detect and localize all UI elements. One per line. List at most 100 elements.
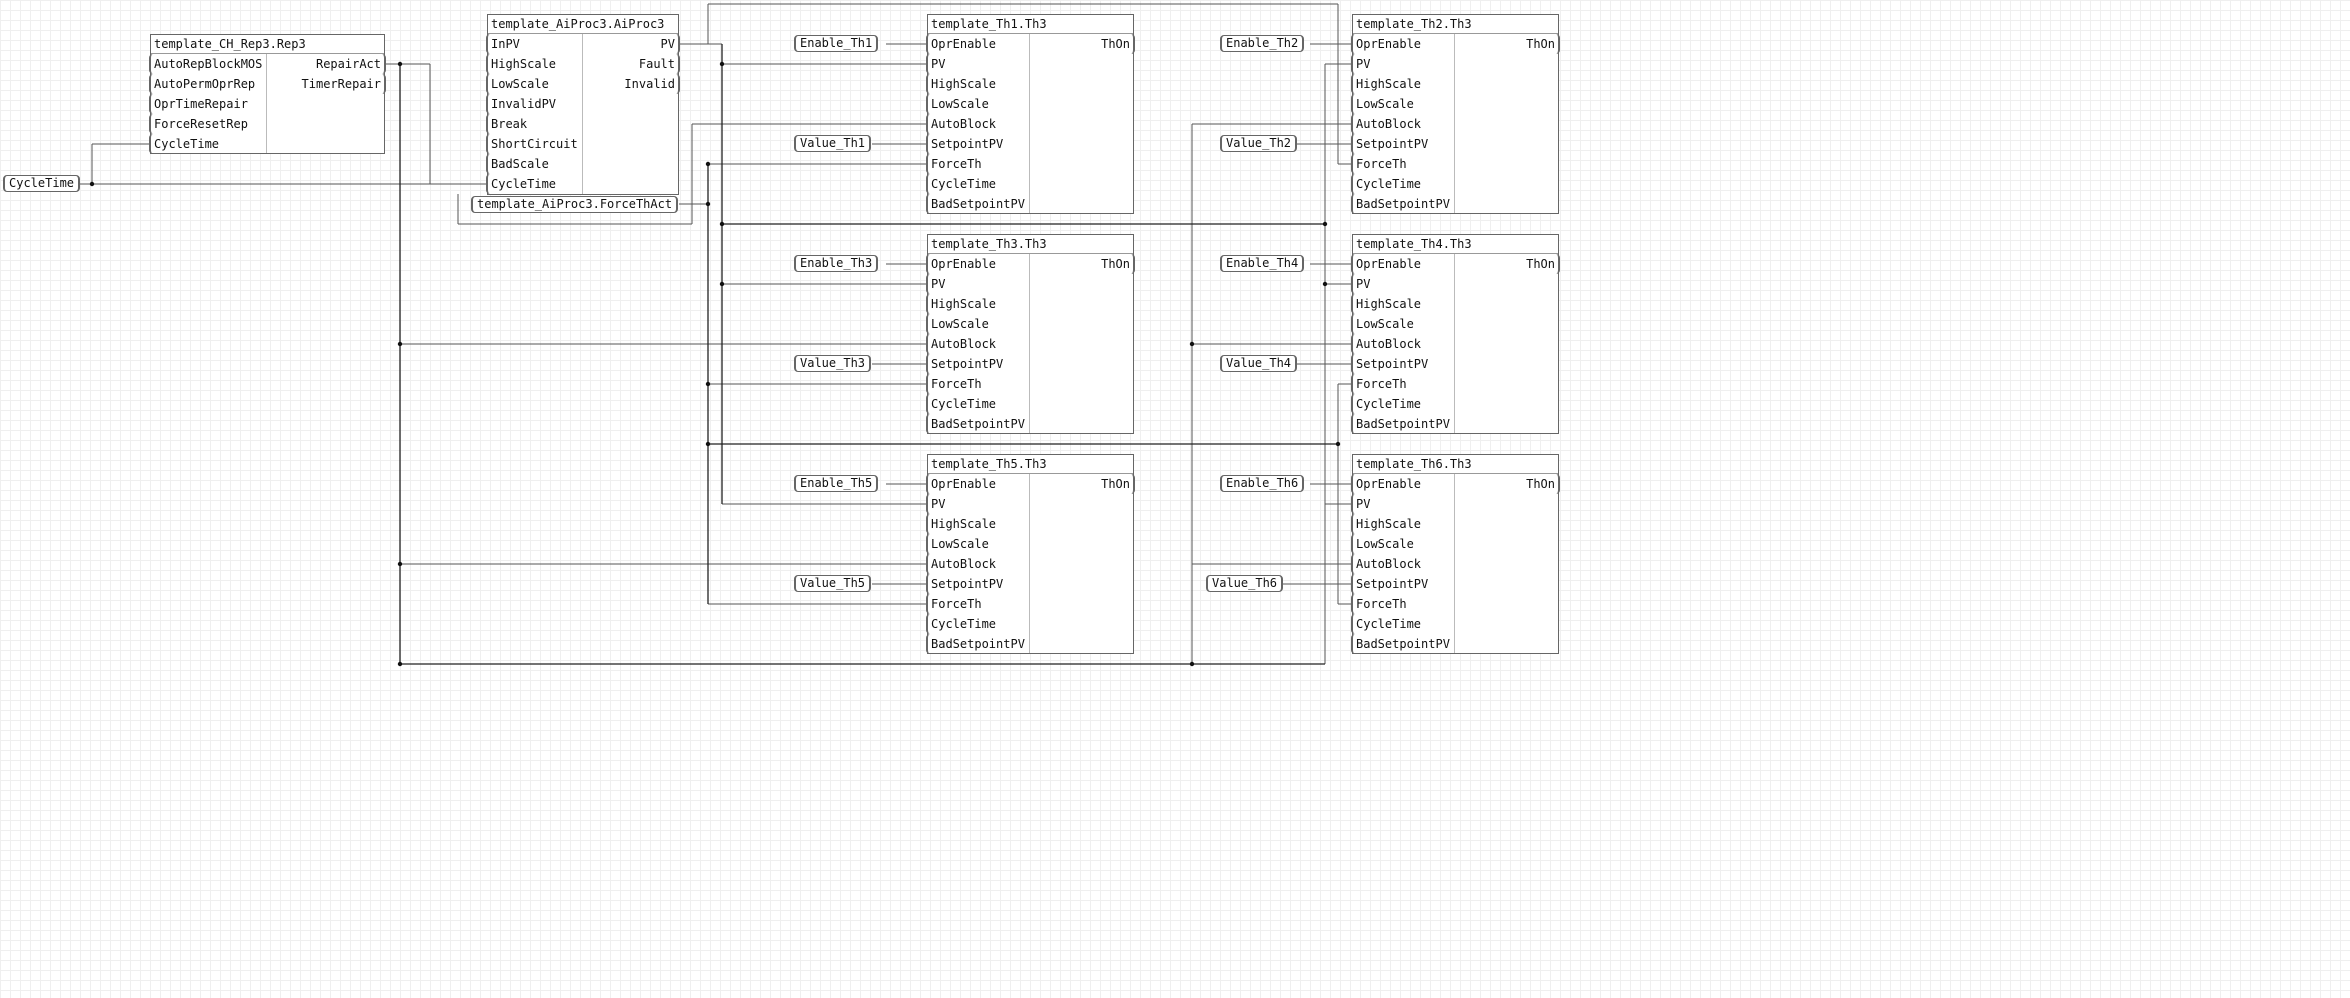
input-pin-auto-block[interactable]: AutoBlock <box>1351 334 1421 354</box>
input-pin-low-scale[interactable]: LowScale <box>926 94 989 114</box>
output-pin-th-on[interactable]: ThOn <box>1526 254 1560 274</box>
input-pin-high-scale[interactable]: HighScale <box>1351 514 1421 534</box>
input-pin-high-scale[interactable]: HighScale <box>1351 294 1421 314</box>
input-pin-opr-enable[interactable]: OprEnable <box>1351 254 1421 274</box>
input-pin-force-th[interactable]: ForceTh <box>926 154 982 174</box>
output-pin-fault[interactable]: Fault <box>639 54 680 74</box>
tag-enable-th2[interactable]: Enable_Th2 <box>1220 35 1305 52</box>
input-pin-opr-enable[interactable]: OprEnable <box>1351 34 1421 54</box>
input-pin-high-scale[interactable]: HighScale <box>486 54 556 74</box>
output-pin-th-on[interactable]: ThOn <box>1526 34 1560 54</box>
output-pin-th-on[interactable]: ThOn <box>1101 474 1135 494</box>
input-pin-pv[interactable]: PV <box>926 274 945 294</box>
tag-value-th3[interactable]: Value_Th3 <box>794 355 872 372</box>
input-pin-auto-block[interactable]: AutoBlock <box>926 114 996 134</box>
input-pin-cycle-time[interactable]: CycleTime <box>1351 394 1421 414</box>
input-pin-low-scale[interactable]: LowScale <box>1351 314 1414 334</box>
output-pin-th-on[interactable]: ThOn <box>1101 34 1135 54</box>
input-pin-setpoint-pv[interactable]: SetpointPV <box>926 354 1003 374</box>
input-pin-pv[interactable]: PV <box>1351 54 1370 74</box>
output-pin-th-on[interactable]: ThOn <box>1526 474 1560 494</box>
input-pin-setpoint-pv[interactable]: SetpointPV <box>926 134 1003 154</box>
input-pin-bad-setpoint-pv[interactable]: BadSetpointPV <box>926 414 1025 434</box>
input-pin-force-th[interactable]: ForceTh <box>1351 374 1407 394</box>
input-pin-opr-time-repair[interactable]: OprTimeRepair <box>149 94 248 114</box>
input-pin-low-scale[interactable]: LowScale <box>1351 534 1414 554</box>
output-pin-invalid[interactable]: Invalid <box>624 74 680 94</box>
input-pin-setpoint-pv[interactable]: SetpointPV <box>1351 134 1428 154</box>
input-pin-cycle-time[interactable]: CycleTime <box>1351 174 1421 194</box>
input-pin-cycle-time[interactable]: CycleTime <box>486 174 556 194</box>
input-pin-auto-perm-opr-rep[interactable]: AutoPermOprRep <box>149 74 255 94</box>
input-pin-opr-enable[interactable]: OprEnable <box>926 34 996 54</box>
input-pin-bad-setpoint-pv[interactable]: BadSetpointPV <box>926 194 1025 214</box>
input-pin-bad-scale[interactable]: BadScale <box>486 154 549 174</box>
tag-value-th1[interactable]: Value_Th1 <box>794 135 872 152</box>
input-pin-pv[interactable]: PV <box>1351 494 1370 514</box>
input-pin-high-scale[interactable]: HighScale <box>926 514 996 534</box>
tag-enable-th3[interactable]: Enable_Th3 <box>794 255 879 272</box>
input-pin-setpoint-pv[interactable]: SetpointPV <box>1351 574 1428 594</box>
tag-value-th4[interactable]: Value_Th4 <box>1220 355 1298 372</box>
input-pin-bad-setpoint-pv[interactable]: BadSetpointPV <box>926 634 1025 654</box>
input-pin-cycle-time[interactable]: CycleTime <box>926 174 996 194</box>
input-pin-force-th[interactable]: ForceTh <box>926 374 982 394</box>
input-pin-low-scale[interactable]: LowScale <box>926 534 989 554</box>
input-pin-auto-block[interactable]: AutoBlock <box>1351 554 1421 574</box>
input-pin-high-scale[interactable]: HighScale <box>926 294 996 314</box>
tag-value-th2[interactable]: Value_Th2 <box>1220 135 1298 152</box>
input-pin-high-scale[interactable]: HighScale <box>1351 74 1421 94</box>
input-pin-in-pv[interactable]: InPV <box>486 34 520 54</box>
tag-enable-th1[interactable]: Enable_Th1 <box>794 35 879 52</box>
input-pin-low-scale[interactable]: LowScale <box>1351 94 1414 114</box>
input-pin-force-th[interactable]: ForceTh <box>1351 594 1407 614</box>
input-pin-opr-enable[interactable]: OprEnable <box>926 254 996 274</box>
tag-enable-th6[interactable]: Enable_Th6 <box>1220 475 1305 492</box>
input-pin-cycle-time[interactable]: CycleTime <box>926 394 996 414</box>
input-pin-bad-setpoint-pv[interactable]: BadSetpointPV <box>1351 634 1450 654</box>
input-pin-invalid-pv[interactable]: InvalidPV <box>486 94 556 114</box>
input-pin-force-th[interactable]: ForceTh <box>926 594 982 614</box>
tag-cycle-time[interactable]: CycleTime <box>3 175 81 192</box>
input-pin-force-th[interactable]: ForceTh <box>1351 154 1407 174</box>
input-pin-low-scale[interactable]: LowScale <box>486 74 549 94</box>
output-pin-timer-repair[interactable]: TimerRepair <box>302 74 386 94</box>
input-pin-auto-block[interactable]: AutoBlock <box>926 334 996 354</box>
input-pin-short-circuit[interactable]: ShortCircuit <box>486 134 578 154</box>
input-pin-opr-enable[interactable]: OprEnable <box>926 474 996 494</box>
output-pin-th-on[interactable]: ThOn <box>1101 254 1135 274</box>
input-pin-cycle-time[interactable]: CycleTime <box>926 614 996 634</box>
input-pin-setpoint-pv[interactable]: SetpointPV <box>1351 354 1428 374</box>
input-pin-pv[interactable]: PV <box>926 54 945 74</box>
input-pin-force-reset-rep[interactable]: ForceResetRep <box>149 114 248 134</box>
tag-value-th5[interactable]: Value_Th5 <box>794 575 872 592</box>
input-pin-bad-setpoint-pv[interactable]: BadSetpointPV <box>1351 194 1450 214</box>
tag-enable-th5[interactable]: Enable_Th5 <box>794 475 879 492</box>
input-pin-high-scale[interactable]: HighScale <box>926 74 996 94</box>
tag-enable-th4[interactable]: Enable_Th4 <box>1220 255 1305 272</box>
input-pin-setpoint-pv[interactable]: SetpointPV <box>926 574 1003 594</box>
input-pin-auto-block[interactable]: AutoBlock <box>926 554 996 574</box>
input-pin-opr-enable[interactable]: OprEnable <box>1351 474 1421 494</box>
output-pin-pv[interactable]: PV <box>661 34 680 54</box>
input-pin-pv[interactable]: PV <box>1351 274 1370 294</box>
input-pin-low-scale[interactable]: LowScale <box>926 314 989 334</box>
output-pin-repair-act[interactable]: RepairAct <box>316 54 386 74</box>
input-pin-bad-setpoint-pv[interactable]: BadSetpointPV <box>1351 414 1450 434</box>
tag-force-th-act[interactable]: template_AiProc3.ForceThAct <box>471 196 679 213</box>
tag-value-th6[interactable]: Value_Th6 <box>1206 575 1284 592</box>
input-pin-break[interactable]: Break <box>486 114 527 134</box>
input-pin-auto-rep-block-mos[interactable]: AutoRepBlockMOS <box>149 54 262 74</box>
input-pin-auto-block[interactable]: AutoBlock <box>1351 114 1421 134</box>
input-pin-cycle-time[interactable]: CycleTime <box>149 134 219 154</box>
input-pin-pv[interactable]: PV <box>926 494 945 514</box>
input-pin-cycle-time[interactable]: CycleTime <box>1351 614 1421 634</box>
